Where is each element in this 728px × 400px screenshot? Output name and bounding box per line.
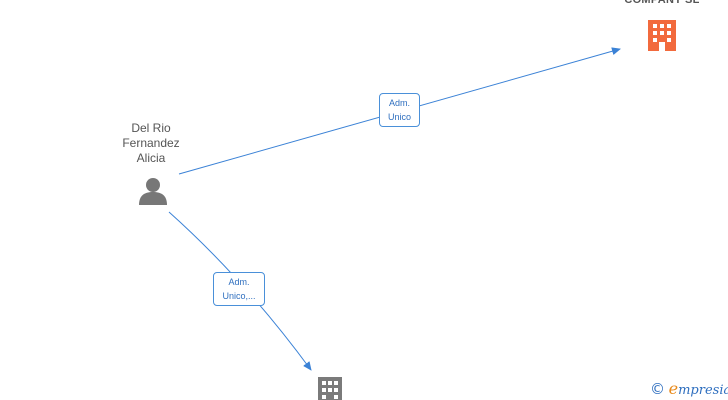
building-icon-bottom[interactable] [318,377,342,400]
empresia-watermark[interactable]: © empresia [650,379,728,398]
edge-label-line2: Unico [387,112,411,122]
person-name-line1: Del Rio [131,121,171,135]
edge-label-line2: Unico,... [222,291,256,301]
person-icon[interactable] [139,178,167,205]
company-name-label[interactable]: COMPANY SL [624,0,700,6]
edge-label-line1: Adm. [228,277,250,287]
edge-label-role[interactable]: Adm. Unico [379,93,420,127]
person-name-line3: Alicia [136,151,166,165]
person-name-label[interactable]: Del Rio Fernandez Alicia [103,121,199,166]
edge-label-line1: Adm. [388,98,410,108]
copyright-icon: © [650,380,665,398]
brand-initial: e [668,379,679,398]
edge-label-role-2[interactable]: Adm. Unico,... [213,272,265,306]
brand-name: mpresia [678,383,728,398]
building-icon[interactable] [648,20,676,51]
person-name-line2: Fernandez [122,136,180,150]
